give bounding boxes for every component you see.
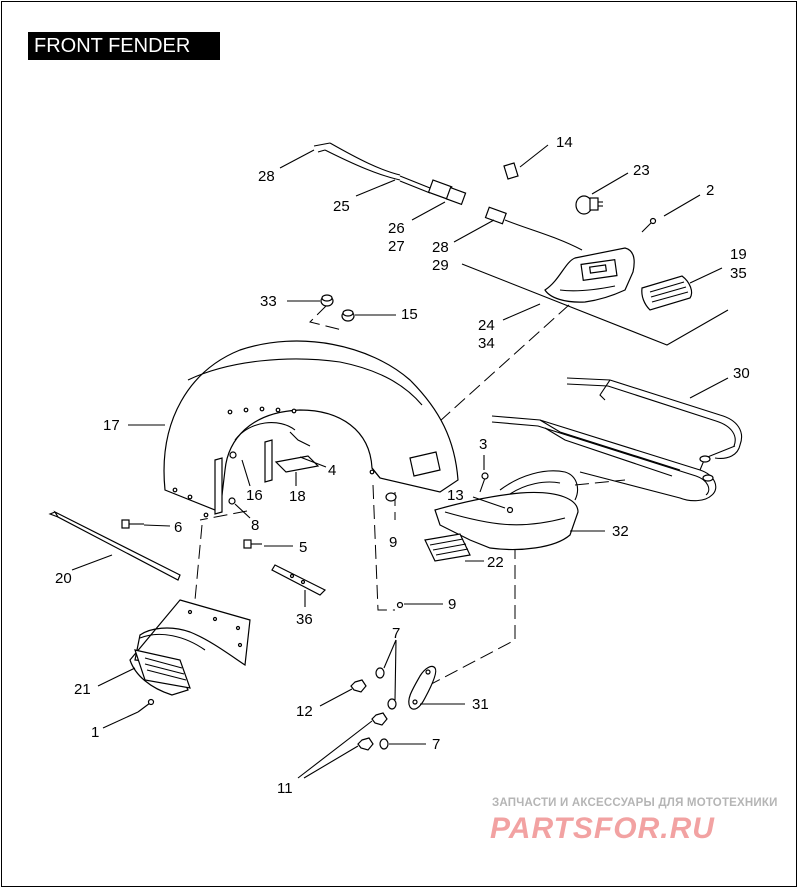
callout-26: 26 bbox=[388, 220, 405, 237]
fender-rail bbox=[434, 470, 579, 551]
callout-25: 25 bbox=[333, 198, 350, 215]
part-31-bracket bbox=[408, 665, 437, 710]
luggage-rack bbox=[491, 377, 743, 502]
callout-24: 24 bbox=[478, 317, 495, 334]
callout-19: 19 bbox=[730, 246, 747, 263]
fender-skirt bbox=[129, 599, 251, 696]
callout-14: 14 bbox=[556, 134, 573, 151]
callout-5: 5 bbox=[299, 539, 307, 556]
part-22-reflector bbox=[424, 533, 471, 562]
title-bar: FRONT FENDER bbox=[28, 32, 220, 60]
part-12-nut bbox=[350, 679, 367, 693]
part-18-plate bbox=[274, 455, 320, 473]
callout-34: 34 bbox=[478, 335, 495, 352]
part-3-screw bbox=[479, 472, 489, 493]
callout-2: 2 bbox=[706, 182, 714, 199]
callout-28: 28 bbox=[258, 168, 275, 185]
callout-28-connector: 28 bbox=[432, 239, 449, 256]
part-9-nut-upper bbox=[385, 492, 397, 502]
callout-20: 20 bbox=[55, 570, 72, 587]
callout-32: 32 bbox=[612, 523, 629, 540]
callout-33: 33 bbox=[260, 293, 277, 310]
front-fender bbox=[163, 340, 459, 518]
part-9-nut-lower bbox=[396, 601, 404, 609]
callout-4: 4 bbox=[328, 462, 336, 479]
callout-21: 21 bbox=[74, 681, 91, 698]
part-20-molding bbox=[48, 510, 181, 581]
part-23-bulb bbox=[575, 195, 603, 215]
part-13-screw bbox=[506, 506, 514, 514]
callout-18: 18 bbox=[289, 488, 306, 505]
callout-35: 35 bbox=[730, 265, 747, 282]
callout-9-upper: 9 bbox=[389, 534, 397, 551]
part-16-pin bbox=[229, 451, 237, 459]
callout-3: 3 bbox=[479, 436, 487, 453]
part-2-screw bbox=[641, 217, 657, 233]
part-33-nut bbox=[320, 294, 334, 307]
watermark: ЗАПЧАСТИ И АКСЕССУАРЫ ДЛЯ МОТОТЕХНИКИ PA… bbox=[490, 797, 778, 845]
watermark-tagline: ЗАПЧАСТИ И АКСЕССУАРЫ ДЛЯ МОТОТЕХНИКИ bbox=[492, 797, 778, 809]
callout-16: 16 bbox=[246, 487, 263, 504]
part-7-washer-upper bbox=[375, 667, 397, 710]
part-8-bolt bbox=[228, 497, 236, 505]
callout-36: 36 bbox=[296, 611, 313, 628]
callout-labels: 14 23 2 28 25 26 27 28 29 19 35 33 15 24… bbox=[55, 134, 750, 797]
tip-lens bbox=[641, 275, 693, 311]
callout-7-upper: 7 bbox=[392, 625, 400, 642]
callout-17: 17 bbox=[103, 417, 120, 434]
part-1-screw bbox=[137, 698, 155, 713]
callout-9-lower: 9 bbox=[448, 596, 456, 613]
part-6-bolt bbox=[121, 519, 144, 529]
callout-1: 1 bbox=[91, 724, 99, 741]
callout-11: 11 bbox=[277, 780, 293, 797]
part-15-nut bbox=[341, 309, 355, 322]
callout-15: 15 bbox=[401, 306, 418, 323]
part-5-bolt bbox=[243, 539, 262, 549]
part-11-nuts bbox=[357, 712, 388, 751]
callout-12: 12 bbox=[296, 703, 313, 720]
callout-30: 30 bbox=[733, 365, 750, 382]
callout-7-lower: 7 bbox=[432, 736, 440, 753]
callout-13: 13 bbox=[447, 487, 464, 504]
callout-8: 8 bbox=[251, 517, 259, 534]
callout-bracket-29 bbox=[461, 263, 729, 346]
part-14-clip bbox=[503, 162, 519, 180]
callout-23: 23 bbox=[633, 162, 650, 179]
watermark-brand: PARTSFOR.RU bbox=[490, 812, 715, 845]
wiring-harness bbox=[313, 142, 583, 251]
fender-tip-lamp bbox=[544, 247, 635, 303]
callout-29: 29 bbox=[432, 257, 449, 274]
part-36-label bbox=[271, 564, 327, 596]
callout-6: 6 bbox=[174, 519, 182, 536]
leader-lines bbox=[71, 144, 729, 779]
part-7-washer-lower bbox=[379, 738, 389, 750]
callout-22: 22 bbox=[487, 554, 504, 571]
callout-27: 27 bbox=[388, 238, 405, 255]
diagram-title: FRONT FENDER bbox=[34, 35, 191, 57]
callout-31: 31 bbox=[472, 696, 489, 713]
